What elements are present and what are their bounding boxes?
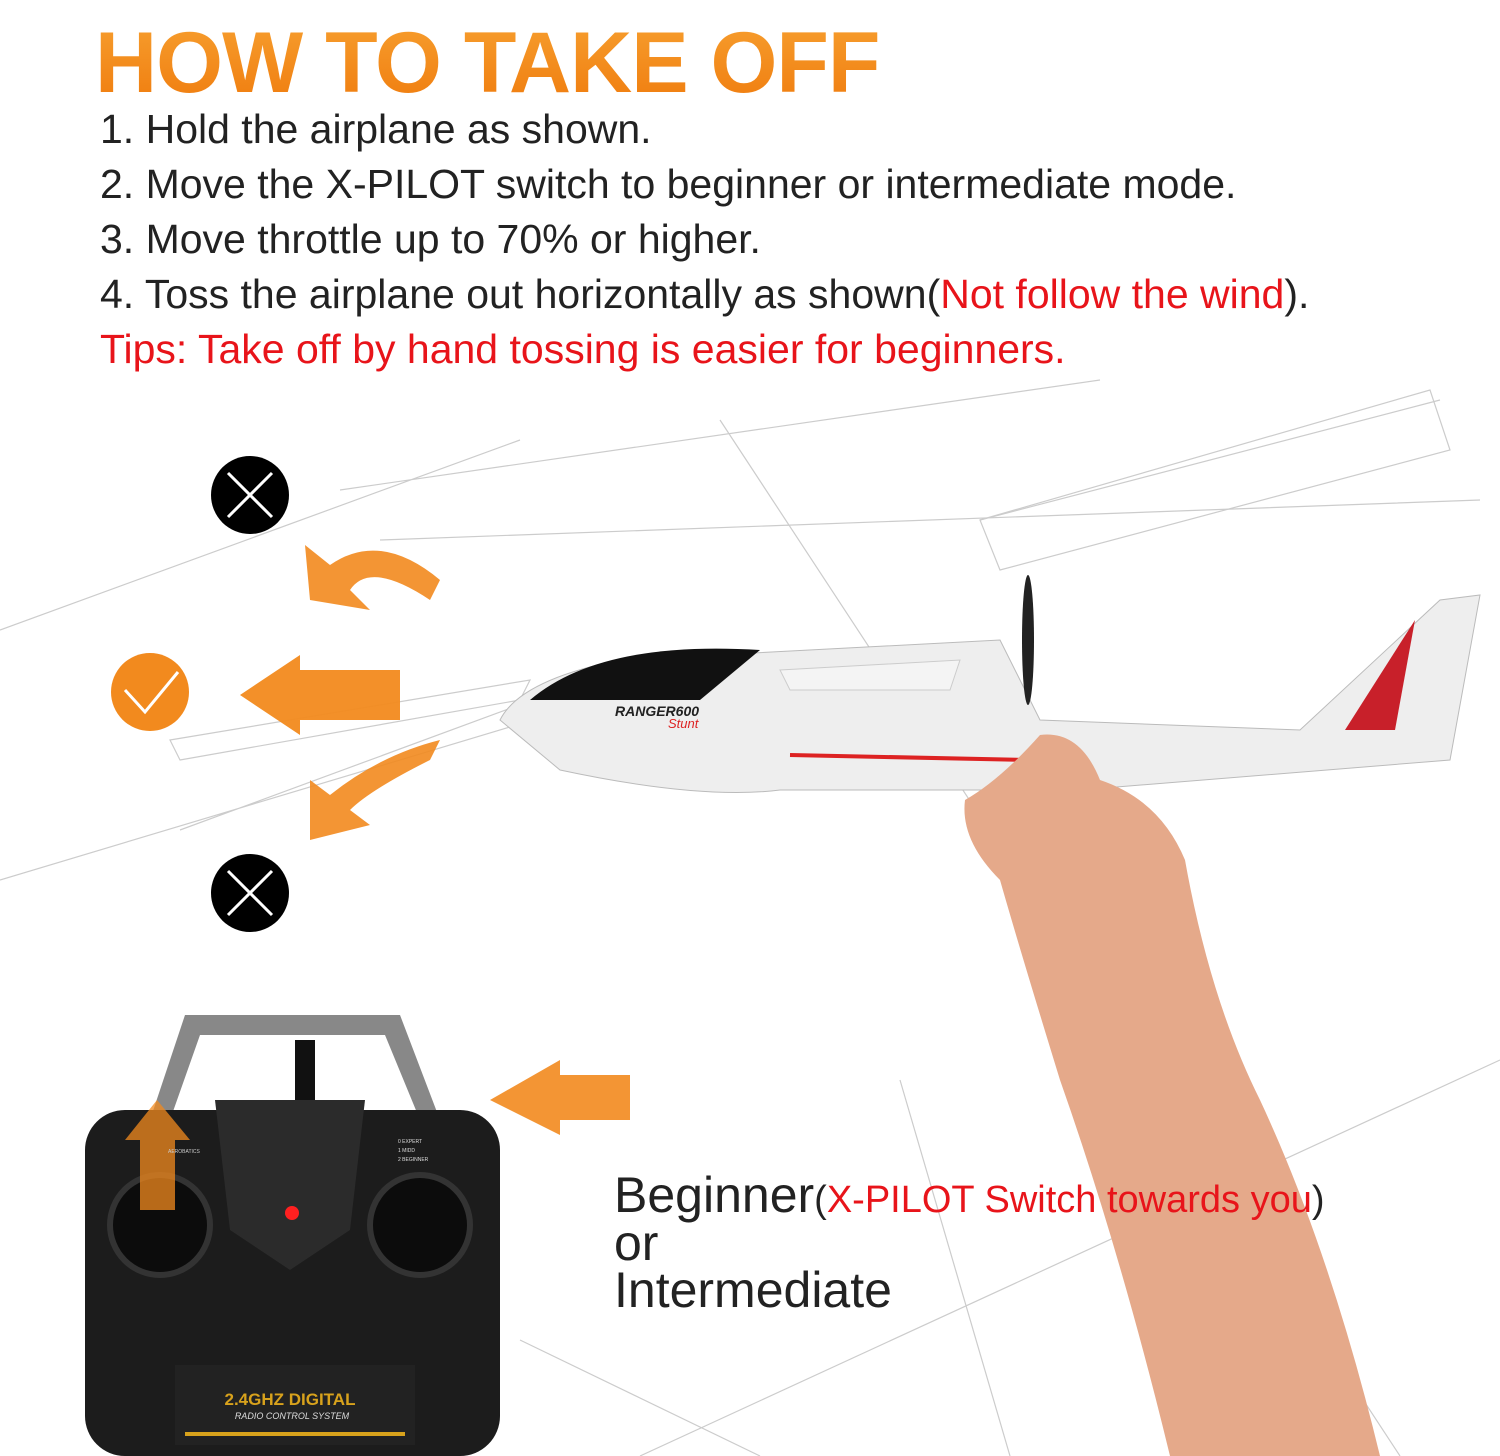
transmitter-brand: 2.4GHZ DIGITAL — [225, 1390, 356, 1409]
beginner-text: Beginner — [614, 1167, 815, 1223]
transmitter: 2.4GHZ DIGITAL RADIO CONTROL SYSTEM AERO… — [85, 1015, 500, 1456]
direction-arrows — [240, 545, 630, 1135]
hand — [964, 734, 1380, 1456]
mode-expert: 0 EXPERT — [398, 1139, 422, 1145]
wrong-direction-icon — [211, 456, 289, 534]
note-close: ) — [1311, 1179, 1325, 1221]
wrong-direction-icon — [211, 854, 289, 932]
plane-brand: RANGER600 — [615, 703, 699, 719]
step-2: 2. Move the X-PILOT switch to beginner o… — [100, 161, 1237, 207]
airplane: RANGER600 Stunt — [499, 575, 1481, 793]
arrow-up-icon — [305, 545, 440, 610]
step-4-text: 4. Toss the airplane out horizontally as… — [100, 271, 941, 317]
correct-direction-icon — [111, 653, 189, 731]
note-open: ( — [814, 1179, 827, 1221]
plane-model: Stunt — [668, 716, 700, 731]
step-4-end: ). — [1284, 271, 1310, 317]
tips: Tips: Take off by hand tossing is easier… — [100, 326, 1066, 372]
beginner-label: Beginner(X-PILOT Switch towards you) — [614, 1170, 1325, 1220]
arrow-left-icon — [240, 655, 400, 735]
step-4: 4. Toss the airplane out horizontally as… — [100, 271, 1309, 318]
switch-note: X-PILOT Switch towards you — [826, 1179, 1312, 1221]
intermediate-label: Intermediate — [614, 1262, 892, 1318]
transmitter-subtitle: RADIO CONTROL SYSTEM — [235, 1411, 350, 1421]
step-4-warning: Not follow the wind — [940, 271, 1285, 317]
aerobatics-label: AEROBATICS — [168, 1149, 201, 1155]
step-1: 1. Hold the airplane as shown. — [100, 106, 652, 152]
step-3: 3. Move throttle up to 70% or higher. — [100, 216, 761, 262]
or-label: or — [614, 1215, 659, 1271]
mode-beginner: 2 BEGINNER — [398, 1157, 429, 1163]
arrow-to-switch-icon — [490, 1060, 630, 1135]
arrow-down-icon — [310, 740, 440, 840]
page-title: HOW TO TAKE OFF — [95, 15, 880, 111]
mode-mid: 1 MIDD — [398, 1148, 415, 1154]
